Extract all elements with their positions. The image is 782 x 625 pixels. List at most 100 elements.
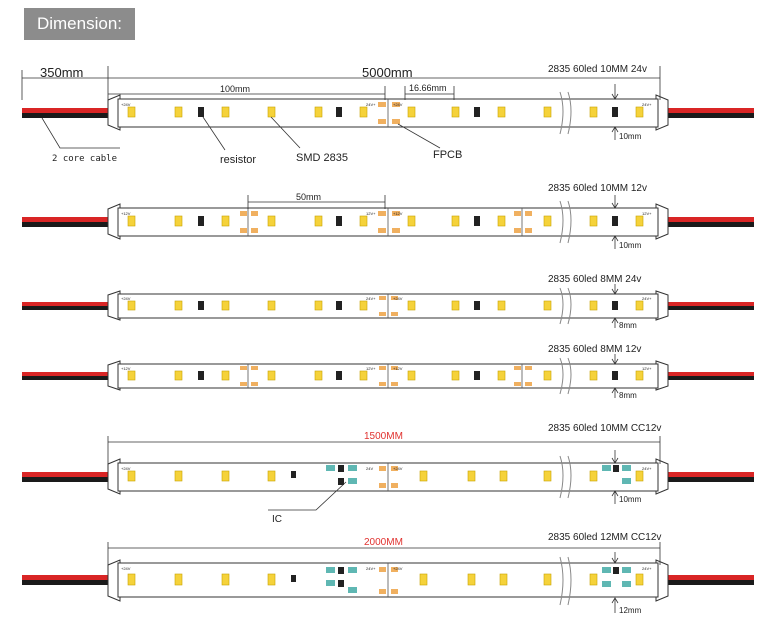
led <box>543 573 552 586</box>
led <box>127 106 136 118</box>
segment-100-label: 100mm <box>220 84 250 94</box>
cut-pad <box>525 211 532 216</box>
cut-pad <box>392 102 400 107</box>
led <box>451 106 460 118</box>
led <box>221 300 230 311</box>
cut-pad <box>378 102 386 107</box>
pad-label-left: +24V <box>121 466 131 471</box>
cut-pad <box>379 589 386 594</box>
mid-label-left: 24V <box>366 466 373 471</box>
pad-label-right: 24V+ <box>642 566 652 571</box>
led <box>589 370 598 381</box>
break-mark <box>559 91 572 135</box>
mid-label-right: +24V <box>393 466 403 471</box>
cable-length-label: 350mm <box>40 65 83 80</box>
cut-pad <box>525 382 532 386</box>
resistor-chip <box>474 107 480 117</box>
segment-50-label: 50mm <box>296 192 321 202</box>
pad-label-left: +24V <box>121 296 131 301</box>
break-mark <box>559 556 572 606</box>
end-cap-right <box>655 290 669 321</box>
break-mark <box>559 455 572 499</box>
resistor-chip <box>612 107 618 117</box>
mid-label-left: 12V+ <box>366 366 376 371</box>
mid-label-right: +24V <box>393 566 403 571</box>
end-cap-left <box>107 203 121 240</box>
pad-label-right: 24V+ <box>642 102 652 107</box>
cut-pad <box>379 382 386 386</box>
cut-pad <box>378 211 386 216</box>
led <box>314 370 323 381</box>
ic-chip <box>622 581 631 587</box>
cut-pad <box>391 483 398 488</box>
pad-label-left: +24V <box>121 102 131 107</box>
cable-left-red <box>22 108 112 113</box>
strip-5: +24V 24V+ 24V +24V 2835 60led 10MM CC12v… <box>22 423 754 525</box>
led-callout: SMD 2835 <box>296 152 348 164</box>
cable-right-black <box>664 477 754 482</box>
end-cap-left <box>107 94 121 131</box>
led <box>359 215 368 227</box>
section-header: Dimension: <box>24 8 135 40</box>
led <box>589 573 598 586</box>
led <box>407 370 416 381</box>
led <box>497 106 506 118</box>
arrowhead <box>611 126 619 133</box>
led <box>174 106 183 118</box>
callout-line-cable <box>41 117 120 149</box>
ic-chip <box>348 587 357 593</box>
resistor-chip <box>474 216 480 226</box>
led <box>543 106 552 118</box>
led <box>543 215 552 227</box>
strip-width: 8mm <box>619 321 637 330</box>
cut-pad <box>240 211 247 216</box>
cable-left-black <box>22 222 112 227</box>
cut-pad <box>391 296 398 300</box>
cut-pad <box>379 567 386 572</box>
led <box>635 370 644 381</box>
led <box>451 300 460 311</box>
mid-label-right: +24V <box>393 102 403 107</box>
cut-pad <box>514 228 521 233</box>
cable-right-red <box>664 217 754 222</box>
resistor-chip <box>612 216 618 226</box>
arrowhead <box>611 93 619 100</box>
led <box>359 106 368 118</box>
cut-pad <box>514 382 521 386</box>
cable-right-red <box>664 472 754 477</box>
cut-pad <box>514 211 521 216</box>
arrowhead <box>611 317 619 324</box>
cable-left-black <box>22 580 112 585</box>
led <box>174 215 183 227</box>
strip-width: 10mm <box>619 132 642 141</box>
ic-chip <box>602 581 611 587</box>
cable-callout: 2 core cable <box>52 154 117 164</box>
led <box>174 370 183 381</box>
led <box>543 470 552 482</box>
arrowhead <box>611 202 619 209</box>
led <box>589 470 598 482</box>
cut-pad <box>391 589 398 594</box>
led <box>497 370 506 381</box>
led <box>221 370 230 381</box>
cable-left-red <box>22 302 112 306</box>
led <box>314 106 323 118</box>
led <box>589 215 598 227</box>
pad-label-right: 24V+ <box>642 296 652 301</box>
pad-label-left: +12V <box>121 366 131 371</box>
resistor-chip <box>474 371 480 380</box>
cut-pad <box>240 382 247 386</box>
callout-line-pcb <box>397 123 441 149</box>
led <box>499 470 508 482</box>
strip-spec: 2835 60led 10MM 24v <box>548 64 647 75</box>
led <box>267 106 276 118</box>
cable-left-red <box>22 575 112 580</box>
cable-right-red <box>664 372 754 376</box>
cable-left-black <box>22 306 112 310</box>
cable-right-red <box>664 302 754 306</box>
cut-pad <box>379 296 386 300</box>
led <box>635 573 644 586</box>
cable-left-black <box>22 113 112 118</box>
pcb-callout: FPCB <box>433 149 462 161</box>
